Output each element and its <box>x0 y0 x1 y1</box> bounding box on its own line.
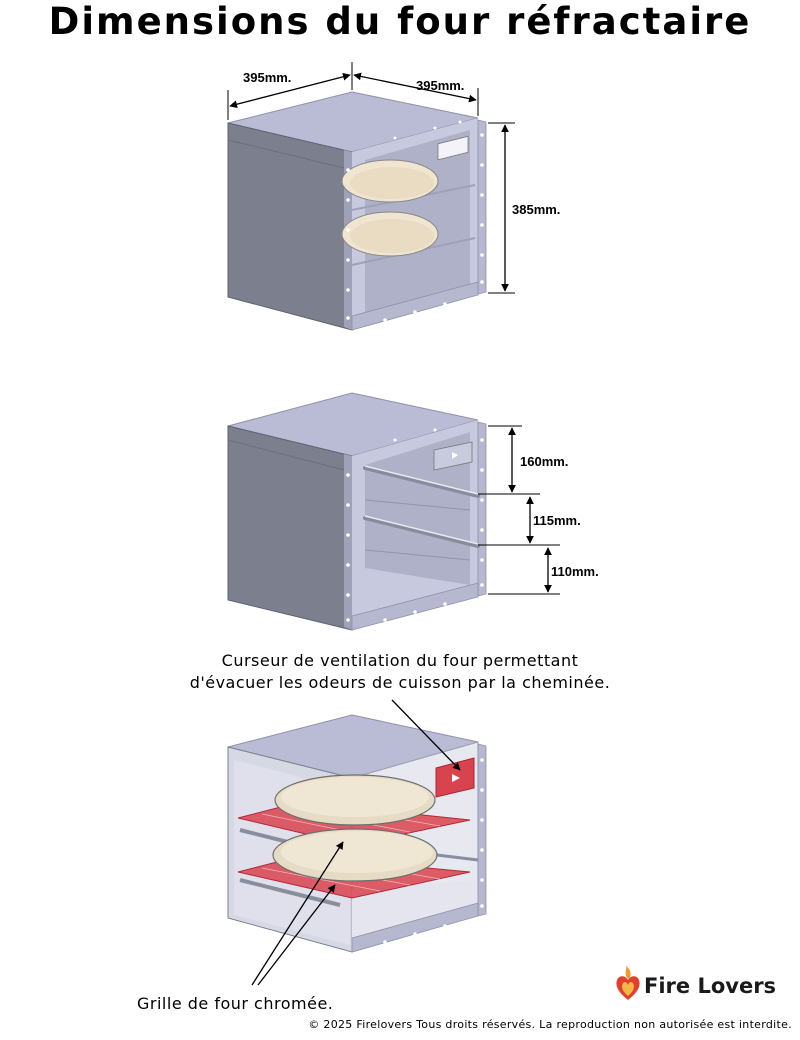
vent-caption-line-1: Curseur de ventilation du four permettan… <box>221 651 579 670</box>
page-title: Dimensions du four réfractaire <box>48 0 752 43</box>
brand-logo: Fire Lovers <box>614 966 794 1002</box>
oven-figure-rack-spacing <box>227 392 560 631</box>
oven-figure-transparent <box>227 699 487 986</box>
vent-slider-caption: Curseur de ventilation du four permettan… <box>0 650 800 694</box>
grille-caption: Grille de four chromée. <box>137 994 334 1013</box>
vent-caption-line-2: d'évacuer les odeurs de cuisson par la c… <box>189 673 611 692</box>
dimension-height-label: 385mm. <box>512 202 560 217</box>
dimension-bottom-gap-label: 110mm. <box>551 564 599 579</box>
copyright-notice: © 2025 Firelovers Tous droits réservés. … <box>308 1018 792 1031</box>
oven-figure-dimensions <box>227 62 515 331</box>
dimension-top-gap-label: 160mm. <box>520 454 568 469</box>
flame-heart-icon <box>616 966 640 1000</box>
dimension-width-label: 395mm. <box>243 70 291 85</box>
brand-name: Fire Lovers <box>644 974 777 998</box>
dimension-middle-gap-label: 115mm. <box>533 513 581 528</box>
dimension-depth-label: 395mm. <box>416 78 464 93</box>
